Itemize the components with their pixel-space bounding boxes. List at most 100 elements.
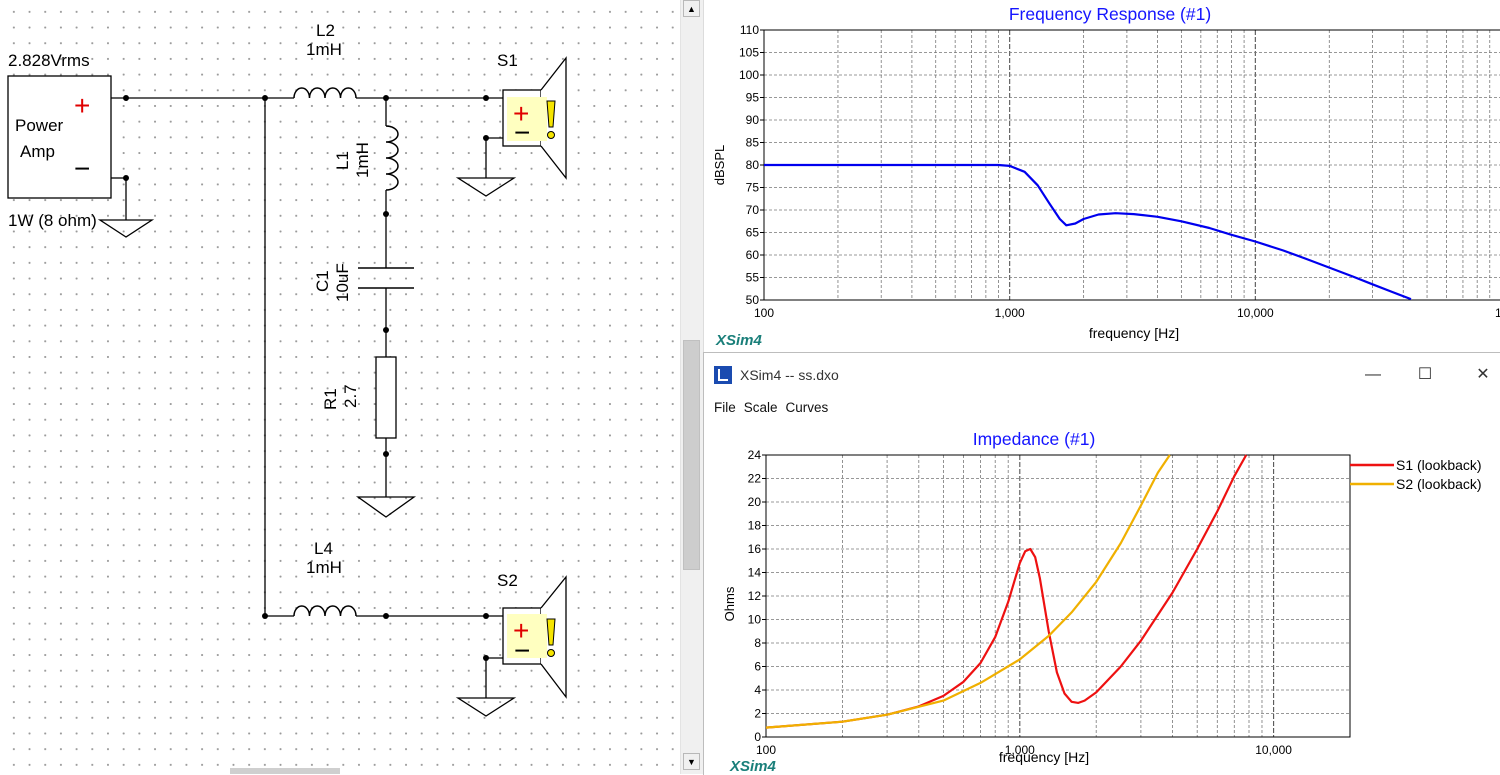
svg-text:−: − <box>514 117 530 148</box>
power-amp-block[interactable] <box>7 75 112 199</box>
l4-name: L4 <box>314 539 333 558</box>
schematic-canvas[interactable]: 2.828Vrms Power Amp + − 1W (8 ohm) <box>0 0 680 774</box>
y-tick-label: 90 <box>746 113 760 127</box>
power-amp-label-2: Amp <box>20 142 55 161</box>
inductor-l4[interactable] <box>293 605 357 617</box>
l1-value: 1mH <box>353 142 372 178</box>
imp-x-axis-label: frequency [Hz] <box>999 749 1089 765</box>
y-tick-label: 75 <box>746 181 760 195</box>
menu-scale[interactable]: Scale <box>743 400 778 415</box>
l4-value: 1mH <box>306 558 342 577</box>
source-voltage-label: 2.828Vrms <box>8 51 90 70</box>
y-tick-label: 10 <box>748 613 762 627</box>
imp-legend: S1 (lookback) S2 (lookback) <box>1350 457 1482 492</box>
r1-value: 2.7 <box>341 384 360 408</box>
impedance-window[interactable]: XSim4 -- ss.dxo — ☐ ✕ File Scale Curves Im… <box>703 352 1500 775</box>
imp-series <box>765 454 1248 729</box>
scroll-down-icon[interactable]: ▼ <box>683 753 700 770</box>
x-tick-label: 10 <box>1495 306 1500 320</box>
menu-curves[interactable]: Curves <box>785 400 829 415</box>
x-tick-label: 10,000 <box>1237 306 1274 320</box>
app-chart-icon <box>714 366 732 384</box>
y-tick-label: 110 <box>740 23 759 37</box>
l2-name: L2 <box>316 21 335 40</box>
resistor-r1[interactable] <box>375 356 397 439</box>
svg-text:+: + <box>513 98 529 129</box>
y-tick-label: 55 <box>746 271 760 285</box>
y-tick-label: 0 <box>754 730 761 744</box>
window-title: XSim4 -- ss.dxo <box>740 367 839 383</box>
series-line-0 <box>764 163 1412 301</box>
capacitor-c1[interactable] <box>358 267 414 289</box>
imp-chart-title: Impedance (#1) <box>973 429 1096 449</box>
series-line-0 <box>765 454 1248 729</box>
y-tick-label: 18 <box>748 519 762 533</box>
y-tick-label: 2 <box>754 707 761 721</box>
scroll-thumb[interactable] <box>683 340 700 570</box>
x-tick-label: 100 <box>756 743 776 757</box>
x-tick-label: 1,000 <box>1005 743 1035 757</box>
freq-xsim-branding: XSim4 <box>715 332 763 349</box>
legend-label: S1 (lookback) <box>1396 457 1482 473</box>
power-amp-label-1: Power <box>15 116 64 135</box>
freq-chart-title: Frequency Response (#1) <box>1009 4 1211 24</box>
l1-name: L1 <box>333 151 352 170</box>
y-tick-label: 70 <box>746 203 760 217</box>
y-tick-label: 24 <box>748 448 762 462</box>
scroll-up-icon[interactable]: ▲ <box>683 0 700 17</box>
amp-minus-terminal: − <box>74 153 90 184</box>
y-tick-label: 20 <box>748 495 762 509</box>
imp-grid <box>762 454 1351 738</box>
legend-label: S2 (lookback) <box>1396 476 1482 492</box>
inductor-l1[interactable] <box>385 125 399 191</box>
svg-text:+: + <box>513 615 529 646</box>
amp-plus-terminal: + <box>74 90 90 121</box>
y-tick-label: 80 <box>746 158 760 172</box>
window-titlebar[interactable]: XSim4 -- ss.dxo — ☐ ✕ <box>704 353 1500 397</box>
minimize-icon[interactable]: — <box>1365 366 1381 383</box>
x-tick-label: 10,000 <box>1255 743 1292 757</box>
y-tick-label: 85 <box>746 136 760 150</box>
y-tick-label: 65 <box>746 226 760 240</box>
freq-series <box>764 163 1412 301</box>
schematic-vertical-scrollbar[interactable]: ▲ ▼ <box>680 0 703 774</box>
x-tick-label: 100 <box>754 306 774 320</box>
schematic-horizontal-scroll-thumb[interactable] <box>230 768 340 774</box>
plot-frame <box>765 454 1351 738</box>
ground-symbols <box>97 177 517 717</box>
source-rating-label: 1W (8 ohm) <box>8 211 97 230</box>
y-tick-label: 12 <box>748 589 762 603</box>
y-tick-label: 105 <box>739 46 759 60</box>
l2-value: 1mH <box>306 40 342 59</box>
speaker-s1[interactable]: + − <box>502 56 567 180</box>
svg-text:−: − <box>514 635 530 666</box>
imp-xsim-branding: XSim4 <box>729 758 777 775</box>
y-tick-label: 6 <box>754 660 761 674</box>
y-tick-label: 22 <box>748 472 762 486</box>
freq-x-axis-label: frequency [Hz] <box>1089 325 1179 341</box>
close-icon[interactable]: ✕ <box>1476 366 1490 383</box>
x-tick-label: 1,000 <box>995 306 1025 320</box>
schematic-drawing: 2.828Vrms Power Amp + − 1W (8 ohm) <box>7 21 567 717</box>
maximize-icon[interactable]: ☐ <box>1417 366 1433 383</box>
y-tick-label: 60 <box>746 248 760 262</box>
y-tick-label: 4 <box>754 683 761 697</box>
freq-y-axis-label: dBSPL <box>712 145 727 185</box>
imp-y-axis-label: Ohms <box>722 586 737 621</box>
junction-dots <box>123 95 489 661</box>
y-tick-label: 14 <box>748 566 762 580</box>
inductor-l2[interactable] <box>293 87 357 99</box>
menu-bar: File Scale Curves <box>704 397 1500 419</box>
series-line-1 <box>765 454 1171 729</box>
y-tick-label: 95 <box>746 91 760 105</box>
menu-file[interactable]: File <box>714 400 736 415</box>
c1-value: 10uF <box>333 263 352 302</box>
frequency-response-chart: Frequency Response (#1) 5055606570758085… <box>712 4 1500 349</box>
speaker-s2[interactable]: + − <box>502 575 567 699</box>
y-tick-label: 16 <box>748 542 762 556</box>
